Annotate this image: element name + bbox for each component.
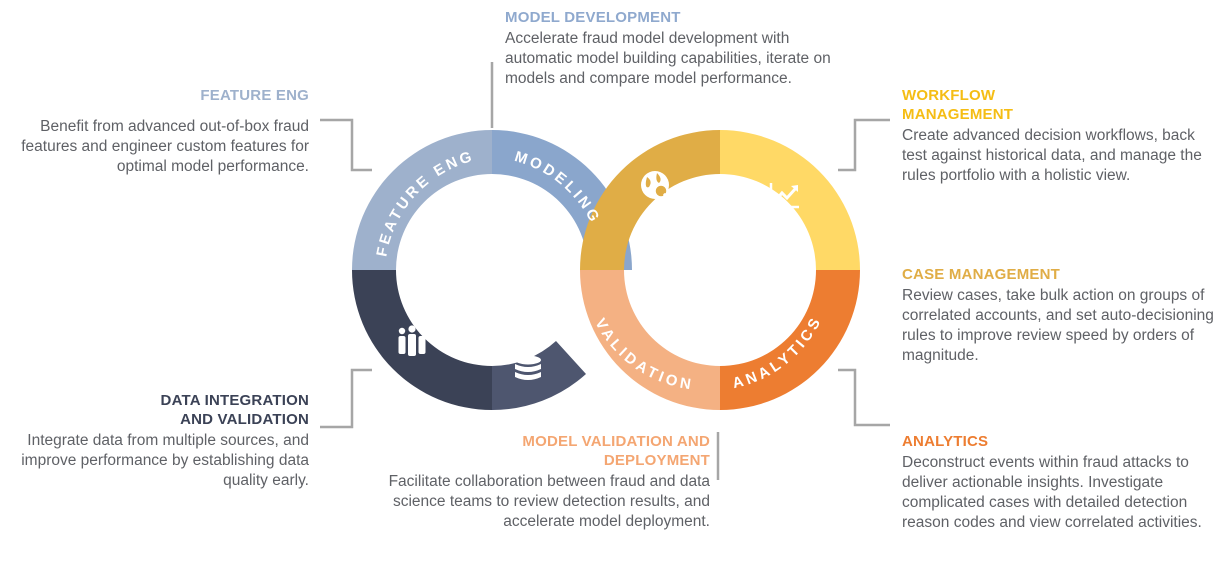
workflow-management-title: WORKFLOW MANAGEMENT [902,87,1014,123]
analytics-block: ANALYTICS Deconstruct events within frau… [902,432,1220,533]
segment-case-management [580,130,720,270]
data-integration-block: DATA INTEGRATION AND VALIDATION Integrat… [0,391,309,491]
case-management-title: CASE MANAGEMENT [902,266,1061,283]
segment-workflow [720,130,860,270]
globe-search-icon [641,171,673,203]
model-development-block: MODEL DEVELOPMENT Accelerate fraud model… [505,8,835,89]
model-validation-title: MODEL VALIDATION AND DEPLOYMENT [522,433,710,469]
connector-lines [320,62,890,480]
connector-analytics [838,368,890,427]
analytics-body: Deconstruct events within fraud attacks … [902,454,1202,531]
segment-feature-eng [352,130,492,270]
case-management-block: CASE MANAGEMENT Review cases, take bulk … [902,265,1227,366]
workflow-management-body: Create advanced decision workflows, back… [902,127,1202,184]
case-management-body: Review cases, take bulk action on groups… [902,287,1214,364]
trend-chart-icon [769,183,799,209]
database-icon [515,355,541,380]
connector-workflow [838,118,890,172]
feature-eng-title: FEATURE ENG [200,87,309,104]
data-integration-body: Integrate data from multiple sources, an… [21,432,309,489]
feature-eng-block: FEATURE ENG Benefit from advanced out-of… [0,86,309,177]
analytics-title: ANALYTICS [902,433,989,450]
segment-validation [580,270,720,410]
model-validation-body: Facilitate collaboration between fraud a… [388,473,710,530]
data-integration-title: DATA INTEGRATION AND VALIDATION [160,392,309,428]
model-development-body: Accelerate fraud model development with … [505,30,831,87]
people-icon [398,325,426,356]
segment-analytics [720,270,860,410]
connector-feature-eng [320,118,372,172]
model-development-title: MODEL DEVELOPMENT [505,9,681,26]
workflow-management-block: WORKFLOW MANAGEMENT Create advanced deci… [902,86,1220,186]
feature-eng-body: Benefit from advanced out-of-box fraud f… [21,118,309,175]
connector-data-integration [320,368,372,429]
model-validation-block: MODEL VALIDATION AND DEPLOYMENT Facilita… [370,432,710,532]
